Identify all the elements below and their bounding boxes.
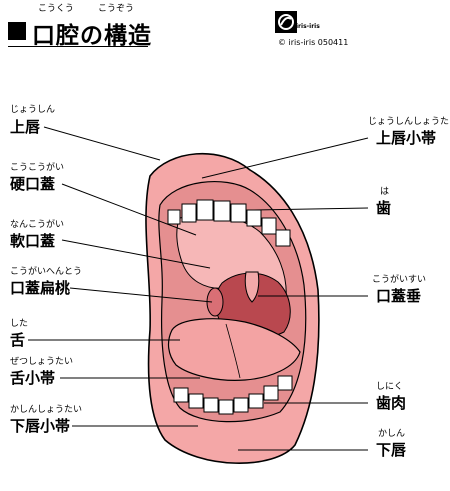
- tooth-label: 歯: [376, 199, 392, 217]
- title-ruby-right: こうぞう: [98, 4, 135, 14]
- copyright: © iris-iris 050411: [278, 38, 349, 47]
- lingual-frenulum-label: 舌小帯: [10, 369, 56, 387]
- uvula-ruby: こうがいすい: [372, 275, 427, 285]
- soft-palate-label: 軟口蓋: [10, 232, 56, 250]
- lower-lip-ruby: かしん: [378, 429, 406, 439]
- palatine-tonsil-ruby: こうがいへんとう: [10, 267, 83, 277]
- gingiva-ruby: しにく: [376, 382, 403, 392]
- tongue-label: 舌: [10, 331, 26, 349]
- palatine-tonsil-label: 口蓋扁桃: [10, 279, 71, 297]
- iris-logo-icon: [275, 11, 297, 33]
- tongue-shape: [167, 318, 301, 381]
- gingiva-label: 歯肉: [376, 394, 407, 412]
- title-marker: [8, 22, 26, 40]
- page-title: 口腔の構造: [32, 23, 152, 49]
- upper-lip-ruby: じょうしん: [10, 105, 56, 115]
- lower-lip-frenulum-label: 下唇小帯: [10, 417, 71, 435]
- lower-lip-label: 下唇: [376, 441, 407, 459]
- uvula-label: 口蓋垂: [376, 287, 422, 305]
- title-ruby-left: こうくう: [38, 4, 74, 14]
- leader-lines: [28, 126, 369, 451]
- upper-lip-frenulum-ruby: じょうしんしょうたい: [368, 117, 450, 127]
- upper-lip-label: 上唇: [10, 118, 41, 136]
- title-underline: [8, 46, 148, 47]
- tooth-ruby: は: [380, 187, 390, 197]
- hard-palate-label: 硬口蓋: [10, 175, 56, 193]
- soft-palate-ruby: なんこうがい: [10, 220, 65, 230]
- upper-teeth: [167, 199, 291, 247]
- hard-palate-ruby: こうこうがい: [10, 163, 65, 173]
- lower-lip-frenulum-ruby: かしんしょうたい: [10, 405, 83, 415]
- tongue-ruby: した: [10, 319, 29, 329]
- logo-text: iris-iris: [296, 23, 320, 30]
- uvula: [244, 271, 260, 303]
- upper-lip-frenulum-label: 上唇小帯: [376, 129, 437, 147]
- lingual-frenulum-ruby: ぜつしょうたい: [10, 357, 74, 367]
- lower-teeth: [173, 375, 293, 415]
